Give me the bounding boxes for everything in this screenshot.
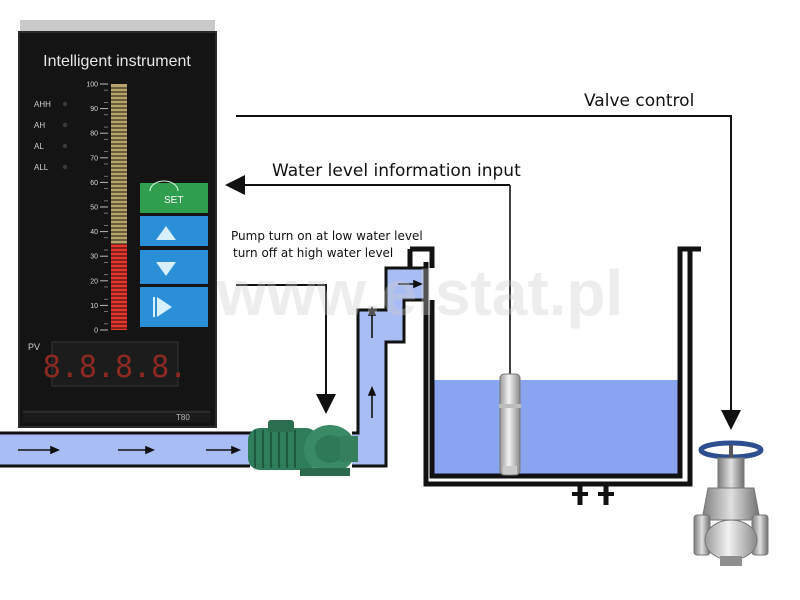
pv-label: PV [28,342,40,352]
pipe-system [0,266,425,468]
watermark: www.elstat.pl [216,257,624,329]
pv-display [51,341,179,387]
pump-control-line [236,284,336,414]
scale-label-40: 40 [90,229,98,236]
water-tank [407,246,701,505]
signal-lines [225,115,741,430]
alarm-led-ahh [62,101,68,107]
alarm-led-al [62,143,68,149]
valve-control-line [236,115,741,430]
level-sensor [499,185,521,476]
up-arrow-icon [156,226,176,240]
scale-label-100: 100 [86,82,98,89]
down-button[interactable] [140,250,208,284]
scale-label-50: 50 [90,205,98,212]
up-button[interactable] [140,216,208,246]
valve-control-label: Valve control [584,91,694,111]
scale-label-80: 80 [90,131,98,138]
pump-label-line1: Pump turn on at low water level [231,229,423,243]
tank-water [432,380,680,476]
flow-arrows [18,279,424,455]
riser-pipe [352,268,425,466]
shift-arrow-icon [157,297,172,317]
gate-valve [693,440,769,566]
shift-button[interactable] [140,287,208,327]
scale-label-90: 90 [90,106,98,113]
scale-label-20: 20 [90,278,98,285]
pump-label-line2: turn off at high water level [233,246,393,260]
scale-label-10: 10 [90,303,98,310]
instrument-title: Intelligent instrument [43,53,191,70]
alarm-led-ah [62,122,68,128]
set-button[interactable] [140,183,208,213]
alarm-indicators: AHH AH AL ALL [34,100,68,172]
scale-label-30: 30 [90,254,98,261]
alarm-led-all [62,164,68,170]
down-arrow-icon [156,262,176,276]
alarm-label-ah: AH [34,121,45,130]
level-input-label: Water level information input [272,161,521,181]
alarm-label-all: ALL [34,163,49,172]
scale-label-70: 70 [90,155,98,162]
level-bar-fill [111,243,127,330]
set-button-label: SET [164,195,183,206]
model-label: T80 [176,413,190,422]
scale-label-60: 60 [90,180,98,187]
pv-display-value: 8.8.8.8. [43,350,188,385]
alarm-label-al: AL [34,142,44,151]
water-pump [248,420,358,476]
scale-label-0: 0 [94,328,98,335]
alarm-label-ahh: AHH [34,100,51,109]
